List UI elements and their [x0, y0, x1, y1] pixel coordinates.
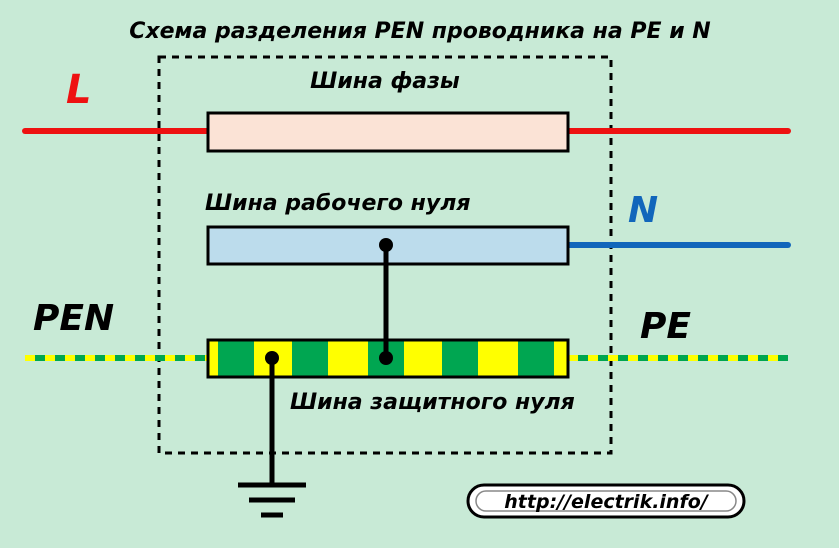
url-text[interactable]: http://electrik.info/	[504, 491, 709, 513]
ground-node	[265, 351, 279, 365]
pe-bus-stripe	[218, 340, 254, 377]
phase-bus	[206, 111, 570, 153]
pe-bus-stripe	[442, 340, 478, 377]
pe-bus-label: Шина защитного нуля	[290, 390, 575, 415]
label-PEN: PEN	[33, 298, 114, 339]
enclosure-box	[157, 55, 613, 455]
ground-symbol-icon	[238, 482, 306, 518]
pe-bus-stripe	[292, 340, 328, 377]
phase-bus-label: Шина фазы	[310, 69, 460, 94]
label-N: N	[628, 190, 658, 231]
pe-bus-stripe	[518, 340, 554, 377]
jumper-top-node	[379, 238, 393, 252]
label-L: L	[66, 67, 92, 113]
url-badge[interactable]: http://electrik.info/	[466, 483, 746, 519]
neutral-bus-label: Шина рабочего нуля	[205, 191, 470, 216]
jumper-bottom-node	[379, 351, 393, 365]
diagram-title: Схема разделения PEN проводника на PE и …	[129, 19, 710, 44]
label-PE: PE	[640, 306, 691, 347]
